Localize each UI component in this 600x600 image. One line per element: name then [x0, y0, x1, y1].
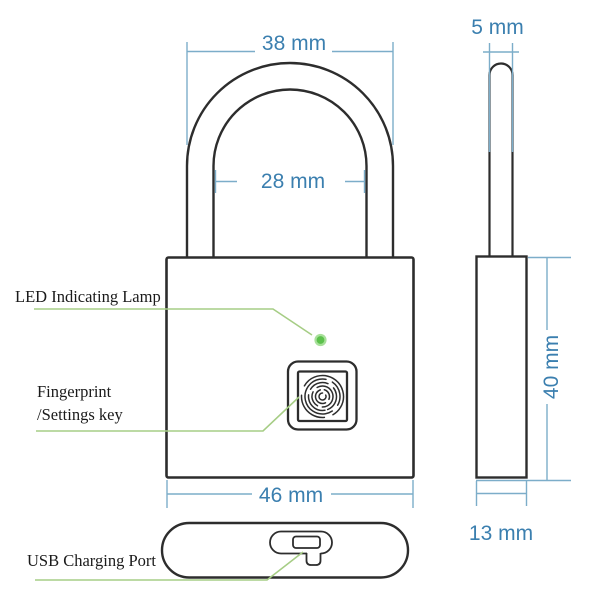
- dim-body-depth: 13 mm: [469, 481, 533, 545]
- dim-text-13mm: 13 mm: [469, 522, 533, 545]
- dim-body-height: 40 mm: [476, 256, 571, 482]
- dim-text-40mm: 40 mm: [540, 335, 563, 399]
- fingerprint-sensor-outer: [286, 360, 358, 431]
- dim-shackle-diameter: 5 mm: [471, 16, 524, 152]
- side-shackle-outline: [488, 62, 514, 257]
- fingerprint-sensor-inner: [296, 370, 349, 423]
- usb-port-outer: [269, 530, 333, 555]
- usb-leader-line: [35, 551, 304, 581]
- led-dot-icon: [314, 333, 327, 347]
- dim-text-5mm: 5 mm: [471, 16, 524, 39]
- side-view: [475, 62, 528, 479]
- usb-label: USB Charging Port: [27, 551, 156, 570]
- bottom-view: [160, 521, 410, 579]
- dim-shackle-inner-width: 28 mm: [214, 170, 366, 193]
- fingerprint-leader-line: [36, 396, 300, 432]
- dim-text-46mm: 46 mm: [259, 484, 323, 507]
- dim-body-width: 46 mm: [166, 480, 414, 508]
- dim-text-28mm: 28 mm: [261, 170, 325, 193]
- front-shackle-inner: [212, 88, 368, 258]
- side-body-outline: [475, 255, 528, 479]
- usb-stem-joint: [307, 551, 321, 556]
- usb-port-inner: [292, 535, 321, 549]
- fingerprint-icon: [300, 374, 345, 419]
- fingerprint-label-line1: Fingerprint: [37, 382, 112, 401]
- front-view: [165, 61, 415, 479]
- usb-port-stem: [305, 553, 322, 566]
- dim-text-38mm: 38 mm: [262, 32, 326, 55]
- led-label: LED Indicating Lamp: [15, 287, 161, 306]
- front-shackle-outer: [185, 61, 395, 258]
- fingerprint-label-line2: /Settings key: [37, 405, 123, 424]
- led-leader-line: [34, 308, 313, 336]
- dim-shackle-outer-width: 38 mm: [186, 32, 394, 145]
